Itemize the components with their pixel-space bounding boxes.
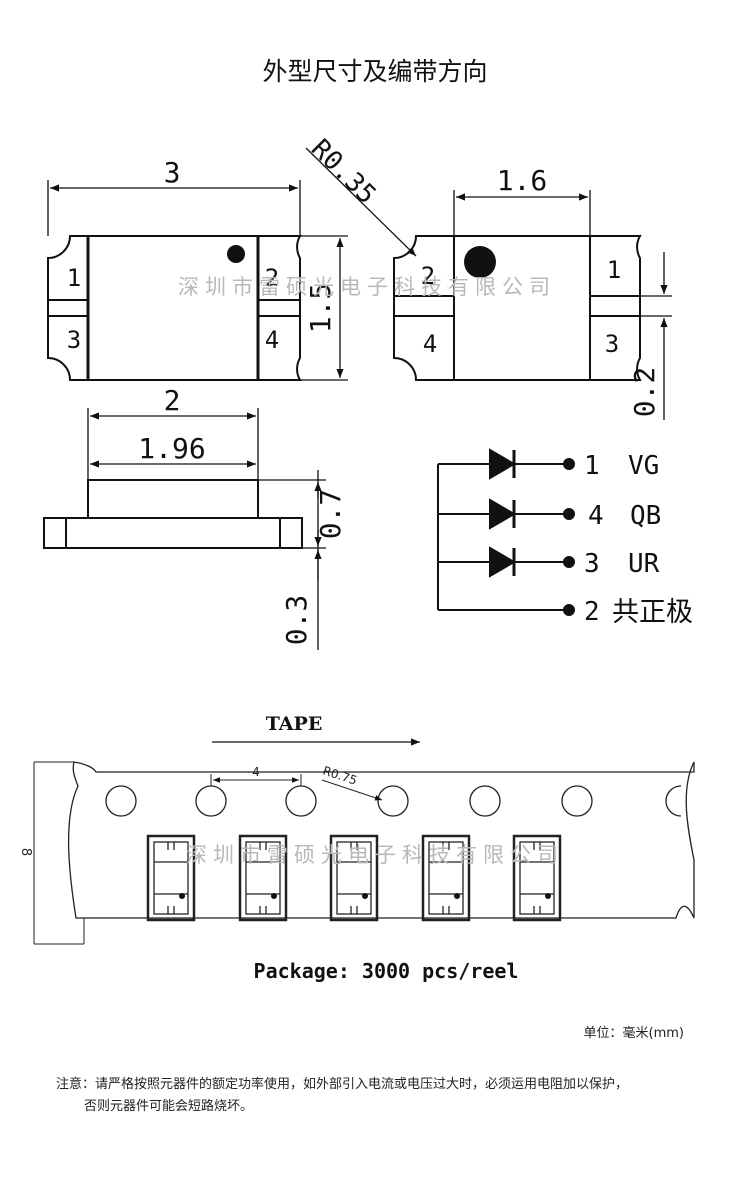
dim-pad-gap-text: 0.2	[628, 367, 661, 418]
diode-icon	[489, 498, 516, 530]
top-pad-label: 3	[67, 326, 81, 354]
tape-width-text: 8	[18, 848, 33, 856]
schematic	[437, 448, 575, 616]
schematic-pin-label: UR	[628, 549, 660, 579]
polarity-dot	[464, 246, 496, 278]
dim-base-text: 0.3	[280, 595, 313, 646]
diode-icon	[489, 546, 516, 578]
dim-side-top-text: 1.96	[138, 432, 205, 465]
sprocket-hole	[285, 785, 317, 817]
side-view-lens	[87, 479, 259, 519]
bottom-pad-label: 3	[605, 330, 619, 358]
side-view-base	[43, 517, 303, 549]
dim-height-text: 1.5	[304, 283, 337, 334]
watermark-text: 深圳市雷硕光电子科技有限公司	[186, 843, 564, 867]
tape-radius-text: R0.75	[321, 764, 359, 788]
schematic-pin-label: VG	[628, 451, 659, 481]
polarity-dot	[227, 245, 245, 263]
top-pad-label: 4	[265, 326, 279, 354]
side-view	[43, 408, 326, 650]
tape-pitch-text: 4	[252, 765, 260, 779]
schematic-pin-number: 1	[584, 451, 600, 481]
pocket	[146, 834, 196, 922]
schematic-pin-label: QB	[630, 501, 661, 531]
tape-pockets	[146, 834, 562, 922]
top-pad-label: 2	[265, 264, 279, 292]
tape-label: TAPE	[266, 713, 323, 735]
schematic-pin-number: 4	[588, 501, 604, 531]
caution-note: 注意：请严格按照元器件的额定功率使用，如外部引入电流或电压过大时，必须运用电阻加…	[56, 1077, 629, 1092]
sprocket-hole	[561, 785, 593, 817]
schematic-pin-number: 3	[584, 549, 600, 579]
bottom-pad-label: 4	[423, 330, 437, 358]
caution-note: 否则元器件可能会短路烧坏。	[84, 1099, 254, 1114]
sprocket-hole	[195, 785, 227, 817]
tape-strip	[33, 761, 695, 945]
watermark-text: 深圳市雷硕光电子科技有限公司	[178, 275, 556, 299]
bottom-pad-label: 1	[607, 256, 621, 284]
package-text: Package: 3000 pcs/reel	[254, 959, 519, 983]
dim-radius-text: R0.35	[305, 134, 382, 211]
bottom-view	[393, 190, 672, 420]
dim-bottom-width-text: 1.6	[497, 164, 548, 197]
top-view-outline	[47, 235, 302, 381]
sprocket-hole	[469, 785, 501, 817]
unit-note: 单位：毫米(mm)	[583, 1026, 684, 1041]
pocket	[421, 834, 471, 922]
sprocket-hole	[105, 785, 137, 817]
pocket	[512, 834, 562, 922]
schematic-pin-number: 2	[584, 597, 600, 627]
dim-side-height-text: 0.7	[314, 489, 347, 540]
schematic-pin-label: 共正极	[612, 597, 693, 628]
page-title: 外型尺寸及编带方向	[262, 57, 488, 86]
pocket	[329, 834, 379, 922]
pocket	[238, 834, 288, 922]
top-pad-label: 1	[67, 264, 81, 292]
bottom-pad-label: 2	[421, 262, 435, 290]
diode-icon	[489, 448, 516, 480]
sprocket-hole	[377, 785, 409, 817]
top-view	[47, 147, 417, 381]
bottom-view-outline	[393, 235, 642, 381]
dim-side-width-text: 2	[164, 384, 181, 417]
radius-leader	[305, 147, 417, 257]
dim-width-text: 3	[164, 156, 181, 189]
